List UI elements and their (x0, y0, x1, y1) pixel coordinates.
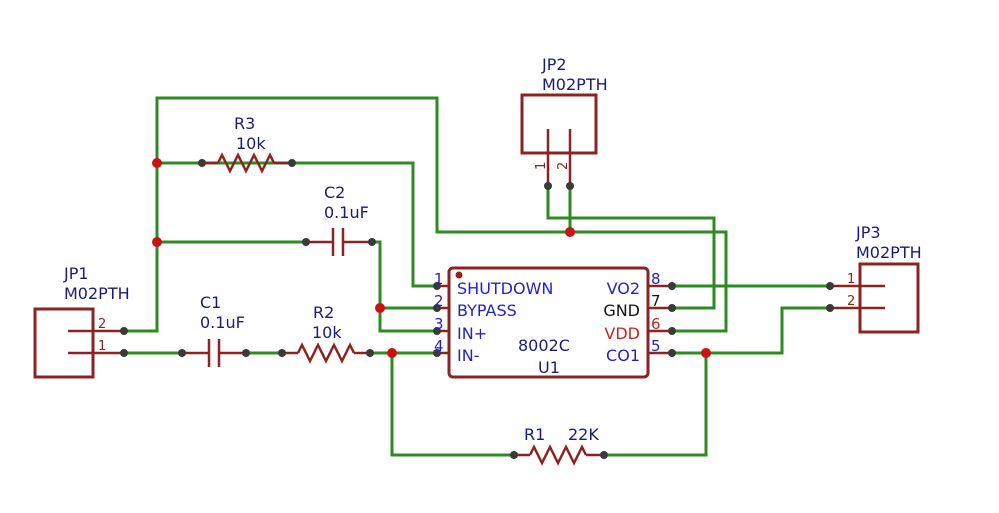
jp3-name: JP3 (855, 223, 881, 242)
junction-c2 (152, 237, 162, 247)
jp2-pin1-number: 1 (534, 162, 549, 170)
wire-r1-right (602, 351, 708, 457)
u1-pin6-number: 6 (651, 315, 661, 333)
u1-pin3-label: IN+ (457, 324, 487, 343)
jp3-pin2-number: 2 (847, 294, 855, 309)
c1-name: C1 (200, 293, 221, 312)
jp1-value: M02PTH (64, 284, 130, 303)
wire-top-loop (155, 96, 728, 333)
junction-co1 (701, 348, 711, 358)
c2-capacitor[interactable] (302, 228, 376, 256)
u1-pin5-label: CO1 (606, 346, 640, 365)
wire-r1-left (390, 351, 516, 457)
junction-bypass (375, 303, 385, 313)
u1-name: U1 (538, 358, 560, 377)
u1-pin3-number: 3 (434, 315, 444, 333)
r3-value: 10k (236, 134, 266, 153)
u1-pin6-label: VDD (604, 324, 640, 343)
r2-name: R2 (313, 303, 334, 322)
junctions (152, 158, 711, 358)
c2-name: C2 (324, 183, 345, 202)
u1-pin2-number: 2 (434, 292, 444, 310)
r1-value: 22K (568, 425, 599, 444)
wire-co1-jp3 (670, 306, 832, 355)
u1-pin1-label: SHUTDOWN (457, 279, 553, 298)
wires (122, 96, 832, 457)
junction-jp2 (565, 227, 575, 237)
u1-pin8-number: 8 (651, 270, 661, 288)
jp3-value: M02PTH (856, 243, 922, 262)
u1-pin4-number: 4 (434, 337, 444, 355)
jp2-name: JP2 (541, 55, 567, 74)
u1-pin1-number: 1 (434, 270, 444, 288)
jp2-value: M02PTH (542, 75, 608, 94)
wire-gnd-net (546, 184, 716, 310)
u1-pin2-label: BYPASS (457, 301, 517, 320)
c2-value: 0.1uF (324, 203, 369, 222)
jp2-pin2-number: 2 (556, 162, 571, 170)
u1-ic[interactable]: 1 2 3 4 8 7 6 5 SHUTDOWN BYPASS IN+ IN- … (433, 266, 676, 379)
u1-pin7-number: 7 (651, 292, 661, 310)
c1-value: 0.1uF (200, 313, 245, 332)
u1-value: 8002C (518, 336, 570, 355)
r3-resistor[interactable] (198, 152, 296, 174)
u1-pin7-label: GND (603, 301, 640, 320)
jp3-pin1-number: 1 (847, 272, 855, 287)
junction-r3 (152, 158, 162, 168)
jp1-pin2-number: 2 (98, 317, 106, 332)
u1-pin8-label: VO2 (607, 279, 640, 298)
wire-r3-shutdown (155, 161, 439, 288)
jp1-pin1-number: 1 (98, 339, 106, 354)
junction-in-minus (387, 348, 397, 358)
r1-name: R1 (524, 425, 545, 444)
jp1-connector[interactable]: 2 1 (33, 307, 128, 379)
r2-resistor[interactable] (278, 342, 374, 364)
c1-capacitor[interactable] (178, 339, 250, 367)
r1-resistor[interactable] (510, 444, 608, 466)
u1-pin4-label: IN- (457, 346, 479, 365)
jp2-connector[interactable]: 1 2 (520, 93, 598, 190)
jp1-name: JP1 (63, 264, 89, 283)
r2-value: 10k (312, 323, 342, 342)
r3-name: R3 (234, 114, 255, 133)
u1-pin5-number: 5 (651, 337, 661, 355)
jp3-connector[interactable]: 1 2 (826, 262, 920, 334)
